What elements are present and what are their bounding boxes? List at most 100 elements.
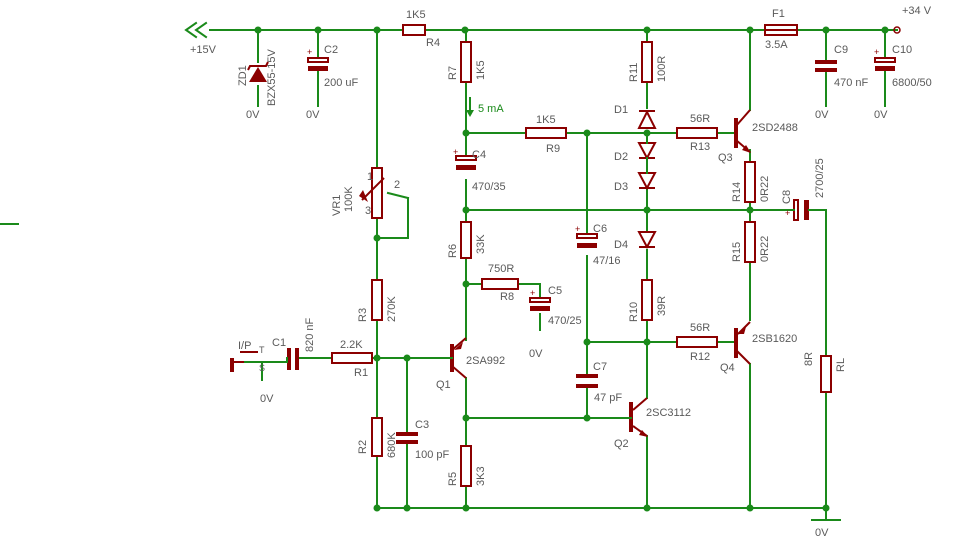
current-arrow-icon — [466, 110, 474, 117]
label-q2-value: 2SC3112 — [646, 407, 691, 419]
resistor-r4 — [402, 24, 426, 36]
label-q4: Q4 — [720, 362, 735, 374]
label-c8-value: 2700/25 — [814, 158, 826, 198]
label-r8-value: 750R — [488, 263, 514, 275]
resistor-r5 — [460, 445, 472, 487]
label-r12: R12 — [690, 351, 710, 363]
capacitor-c7 — [576, 374, 598, 388]
label-r10: R10 — [628, 302, 640, 322]
label-c10: C10 — [892, 44, 912, 56]
label-vr1-pin1: 1 — [367, 171, 373, 183]
label-c8: C8 — [781, 190, 793, 204]
zener-diode-zd1 — [247, 61, 269, 82]
label-ip-s: S — [259, 363, 265, 373]
label-q4-value: 2SB1620 — [752, 333, 797, 345]
label-r1: R1 — [354, 367, 368, 379]
label-r11: R11 — [628, 63, 640, 82]
label-rl-value: 8R — [803, 352, 815, 366]
label-r7-value: 1K5 — [475, 60, 487, 80]
label-d1: D1 — [614, 104, 628, 116]
label-c3-value: 100 pF — [415, 449, 450, 461]
label-rl: RL — [835, 358, 847, 372]
capacitor-c5: + — [529, 288, 551, 311]
transistor-q3 — [734, 109, 751, 153]
diode-d2 — [637, 142, 657, 161]
label-c2-value: 200 uF — [324, 77, 359, 89]
diode-d4 — [637, 231, 657, 250]
diode-d1 — [637, 109, 657, 129]
label-r4: R4 — [426, 37, 440, 49]
capacitor-c6: + — [575, 224, 598, 248]
label-r5: R5 — [447, 472, 459, 486]
label-q1: Q1 — [436, 379, 451, 391]
label-zd1-value: BZX55-15V — [266, 48, 278, 106]
label-r9: R9 — [546, 143, 560, 155]
label-c3: C3 — [415, 419, 429, 431]
label-ip: I/P — [238, 340, 251, 352]
label-c10-value: 6800/50 — [892, 77, 932, 89]
label-c6: C6 — [593, 223, 607, 235]
label-c4-value: 470/35 — [472, 181, 506, 193]
label-r15-value: 0R22 — [759, 236, 771, 262]
label-r12-value: 56R — [690, 322, 710, 334]
label-r5-value: 3K3 — [475, 466, 487, 486]
label-c7: C7 — [593, 361, 607, 373]
label-ip-t: T — [259, 345, 265, 355]
label-vr1-value: 100K — [343, 186, 355, 212]
resistor-r9 — [525, 127, 567, 139]
label-vr1-pin2: 2 — [394, 179, 400, 191]
supply-arrow-icon — [184, 21, 208, 39]
capacitor-c1 — [287, 348, 299, 370]
capacitor-c3 — [396, 432, 418, 444]
label-d4: D4 — [614, 239, 628, 251]
svg-text:+: + — [453, 147, 458, 157]
label-d3: D3 — [614, 181, 628, 193]
capacitor-c4: + — [453, 147, 477, 170]
resistor-r12 — [676, 336, 718, 348]
label-gnd-c9: 0V — [815, 109, 829, 121]
resistor-r11 — [641, 41, 653, 83]
label-r14: R14 — [731, 182, 743, 202]
label-gnd-zd1: 0V — [246, 109, 260, 121]
label-vr1-pin3: 3 — [365, 205, 371, 217]
label-r3-value: 270K — [386, 296, 398, 322]
label-supply-pos15: +15V — [190, 44, 217, 56]
resistor-r1 — [331, 352, 373, 364]
transistor-q2 — [626, 397, 648, 437]
capacitor-c9 — [815, 60, 837, 72]
potentiometer-vr1 — [359, 167, 385, 219]
resistor-r2 — [371, 417, 383, 457]
label-r11-value: 100R — [656, 56, 668, 82]
label-q3: Q3 — [718, 152, 733, 164]
wires — [209, 29, 898, 521]
transistor-q4 — [734, 321, 751, 365]
label-c9: C9 — [834, 44, 848, 56]
resistor-r15 — [744, 221, 756, 263]
resistor-r10 — [641, 279, 653, 321]
label-c5-value: 470/25 — [548, 315, 582, 327]
label-r2: R2 — [357, 440, 369, 454]
label-vr1: VR1 — [331, 195, 343, 216]
label-c2: C2 — [324, 44, 338, 56]
svg-text:+: + — [785, 208, 790, 218]
label-r15: R15 — [731, 242, 743, 262]
label-supply-pos34: +34 V — [902, 5, 932, 17]
svg-text:+: + — [530, 288, 535, 298]
svg-text:+: + — [874, 47, 879, 57]
label-c4: C4 — [472, 149, 486, 161]
label-c1: C1 — [272, 337, 286, 349]
label-r14-value: 0R22 — [759, 176, 771, 202]
diode-d3 — [637, 172, 657, 191]
label-q3-value: 2SD2488 — [752, 122, 798, 134]
label-f1-value: 3.5A — [765, 39, 788, 51]
label-r8: R8 — [500, 291, 514, 303]
resistor-r7 — [460, 41, 472, 83]
capacitor-c10: + — [874, 47, 896, 71]
label-r13: R13 — [690, 141, 710, 153]
label-c6-value: 47/16 — [593, 255, 621, 267]
label-r7: R7 — [447, 66, 459, 80]
label-gnd-c2: 0V — [306, 109, 320, 121]
label-gnd-c5: 0V — [529, 348, 543, 360]
label-r6-value: 33K — [475, 234, 487, 254]
